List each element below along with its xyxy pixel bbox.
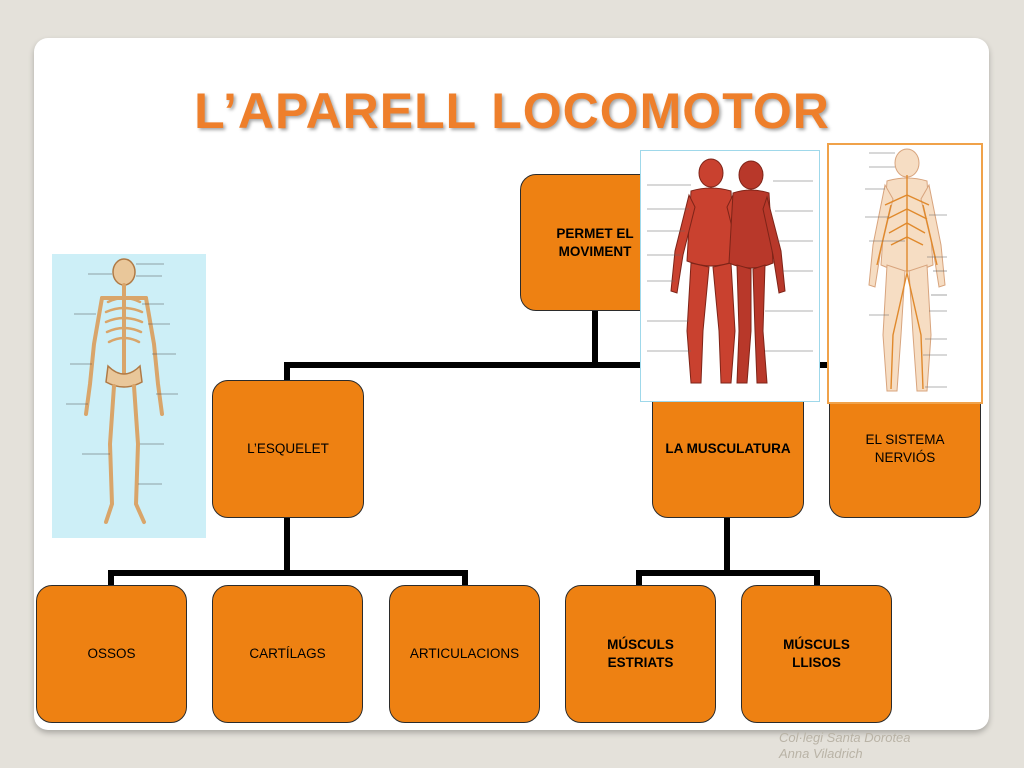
node-musculs-llisos: MÚSCULS LLISOS xyxy=(741,585,892,723)
node-nervios-line-2: NERVIÓS xyxy=(874,450,936,465)
node-ossos: OSSOS xyxy=(36,585,187,723)
connector-esquelet-bar xyxy=(108,570,468,576)
footer-author: Anna Viladrich xyxy=(779,746,863,761)
node-ossos-label: OSSOS xyxy=(87,646,136,661)
node-llisos-line-2: LLISOS xyxy=(792,655,841,670)
connector-musculatura-down xyxy=(724,516,730,576)
connector-level1-bar xyxy=(284,362,904,368)
node-estriats-line-2: ESTRIATS xyxy=(607,655,674,670)
footer-school: Col·legi Santa Dorotea xyxy=(779,730,911,745)
root-line-1: PERMET EL xyxy=(556,225,634,241)
node-esquelet-label: L’ESQUELET xyxy=(247,441,329,456)
node-articulacions-label: ARTICULACIONS xyxy=(409,646,520,661)
node-estriats-line-1: MÚSCULS xyxy=(607,637,674,652)
connector-llisos-up xyxy=(814,570,820,586)
connector-esquelet-up xyxy=(284,362,290,382)
node-articulacions: ARTICULACIONS xyxy=(389,585,540,723)
connector-ossos-up xyxy=(108,570,114,586)
node-musculatura-label: LA MUSCULATURA xyxy=(665,441,791,456)
connector-root-down xyxy=(592,310,598,368)
node-musculs-estriats: MÚSCULS ESTRIATS xyxy=(565,585,716,723)
node-esquelet: L’ESQUELET xyxy=(212,380,364,518)
connector-estriats-up xyxy=(636,570,642,586)
connector-articulacions-up xyxy=(462,570,468,586)
footer: Col·legi Santa Dorotea Anna Viladrich xyxy=(779,730,911,762)
connector-esquelet-down xyxy=(284,516,290,576)
page-title: L’APARELL LOCOMOTOR xyxy=(194,83,830,139)
node-cartilags-label: CARTÍLAGS xyxy=(249,646,326,661)
node-llisos-line-1: MÚSCULS xyxy=(783,637,850,652)
node-cartilags: CARTÍLAGS xyxy=(212,585,363,723)
connector-musculatura-bar xyxy=(636,570,820,576)
nervous-system-illustration xyxy=(827,143,983,404)
root-line-2: MOVIMENT xyxy=(558,243,632,259)
skeleton-illustration xyxy=(52,254,206,538)
node-nervios-line-1: EL SISTEMA xyxy=(865,432,945,447)
muscles-illustration xyxy=(640,150,820,402)
node-musculatura: LA MUSCULATURA xyxy=(652,380,804,518)
